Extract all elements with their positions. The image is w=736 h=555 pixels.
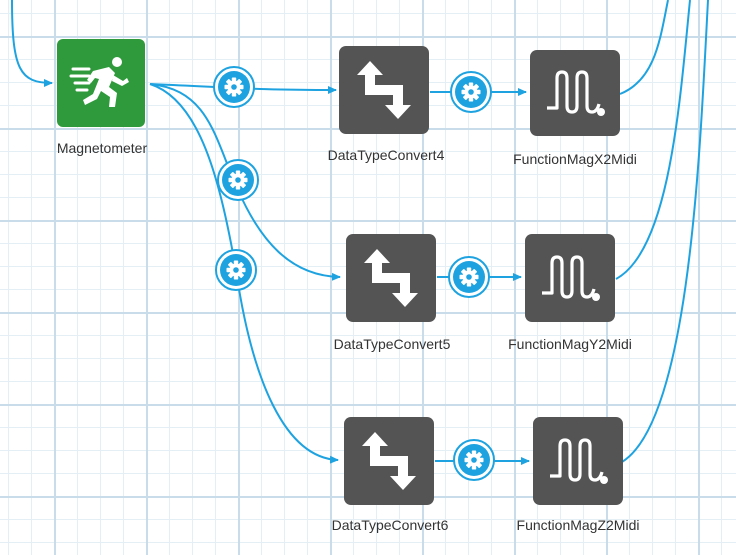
- gear-icon: [464, 450, 484, 470]
- gear-connector-funcz[interactable]: [453, 439, 495, 481]
- data-type-convert-node-6[interactable]: [344, 417, 434, 505]
- data-type-convert-node-4[interactable]: [339, 46, 429, 134]
- node-label-magnetometer: Magnetometer: [56, 140, 148, 156]
- convert-arrows-icon: [357, 61, 411, 119]
- wire-output-funcz: [621, 0, 709, 463]
- convert-arrows-icon: [364, 249, 418, 307]
- gear-connector-convert4[interactable]: [213, 66, 255, 108]
- function-node-magz[interactable]: [533, 417, 623, 505]
- magnetometer-node[interactable]: [57, 39, 145, 127]
- gear-icon: [459, 267, 479, 287]
- data-type-convert-node-5[interactable]: [346, 234, 436, 322]
- node-label-convert6: DataTypeConvert6: [331, 517, 449, 533]
- convert-arrows-icon: [362, 432, 416, 490]
- node-label-convert4: DataTypeConvert4: [327, 147, 445, 163]
- wire-output-funcy: [615, 0, 691, 280]
- waveform-icon: [542, 255, 600, 301]
- gear-connector-convert5[interactable]: [217, 159, 259, 201]
- function-node-magy[interactable]: [525, 234, 615, 322]
- gear-icon: [461, 82, 481, 102]
- gear-connector-funcx[interactable]: [450, 71, 492, 113]
- waveform-icon: [550, 438, 608, 484]
- node-label-convert5: DataTypeConvert5: [333, 336, 451, 352]
- running-person-icon: [69, 57, 129, 107]
- gear-icon: [228, 170, 248, 190]
- function-node-magx[interactable]: [530, 50, 620, 136]
- node-label-funcy: FunctionMagY2Midi: [508, 336, 632, 352]
- gear-connector-convert6[interactable]: [215, 249, 257, 291]
- wire-output-funcx: [619, 0, 669, 95]
- gear-connector-funcy[interactable]: [448, 256, 490, 298]
- node-label-funcx: FunctionMagX2Midi: [513, 151, 637, 167]
- gear-icon: [226, 260, 246, 280]
- waveform-icon: [547, 70, 605, 116]
- wire-input-magnetometer: [11, 0, 53, 87]
- gear-icon: [224, 77, 244, 97]
- node-label-funcz: FunctionMagZ2Midi: [516, 517, 640, 533]
